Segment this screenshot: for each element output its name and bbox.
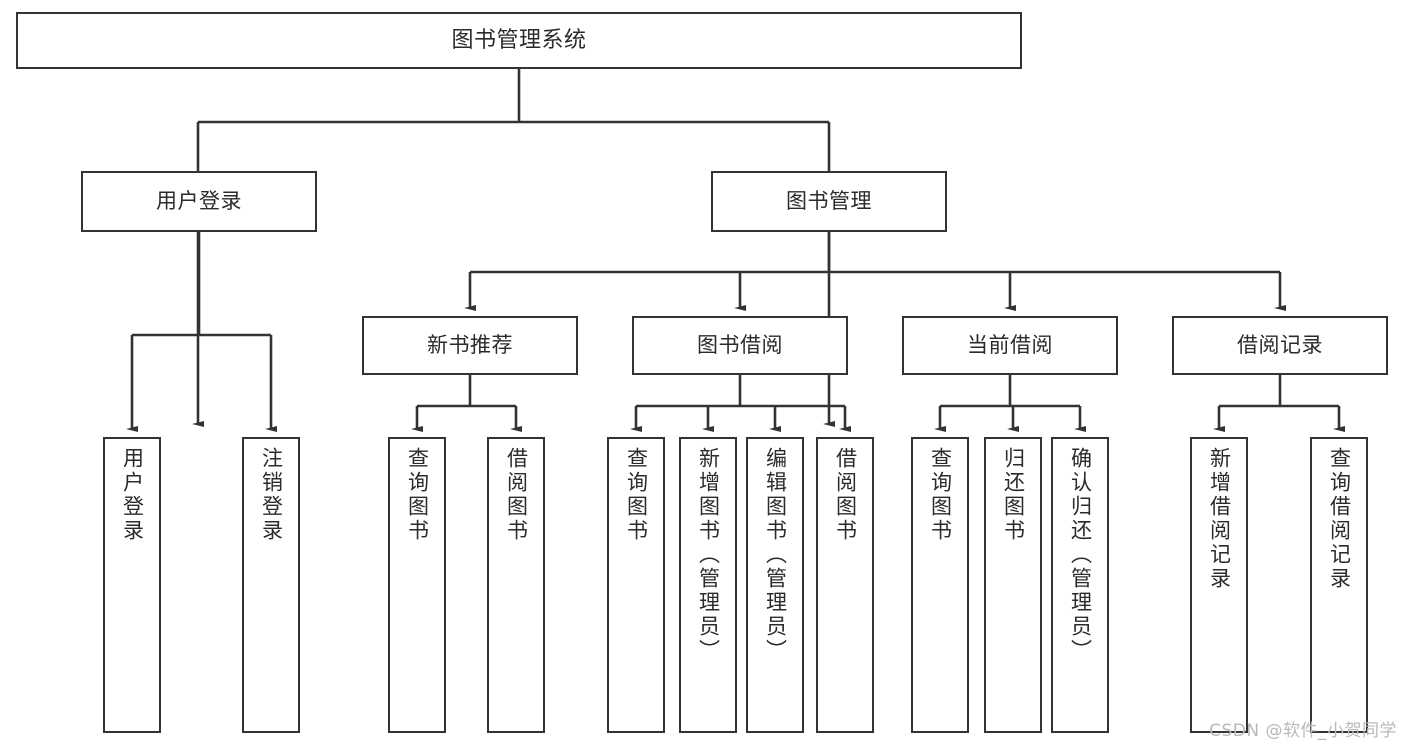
leaf-user-logout-label: 注销登录: [259, 447, 284, 543]
leaf-cur-confirm-return[interactable]: 确认归还（管理员）: [1051, 437, 1109, 733]
node-user-login[interactable]: 用户登录: [81, 171, 317, 232]
leaf-cur-return-book-label: 归还图书: [1001, 447, 1026, 543]
leaf-rec-add-record[interactable]: 新增借阅记录: [1190, 437, 1248, 733]
leaf-bor-add-book[interactable]: 新增图书（管理员）: [679, 437, 737, 733]
leaf-bor-edit-book[interactable]: 编辑图书（管理员）: [746, 437, 804, 733]
leaf-rec-query-record-label: 查询借阅记录: [1327, 447, 1352, 591]
leaf-user-logout[interactable]: 注销登录: [242, 437, 300, 733]
leaf-rec-add-record-label: 新增借阅记录: [1207, 447, 1232, 591]
leaf-user-login-label: 用户登录: [120, 447, 145, 543]
node-book-manage-label: 图书管理: [786, 189, 872, 214]
node-borrow-record[interactable]: 借阅记录: [1172, 316, 1388, 375]
leaf-bor-borrow-book-label: 借阅图书: [833, 447, 858, 543]
node-root[interactable]: 图书管理系统: [16, 12, 1022, 69]
leaf-rec-borrow-book[interactable]: 借阅图书: [487, 437, 545, 733]
leaf-rec-query-book-label: 查询图书: [405, 447, 430, 543]
leaf-cur-query-book[interactable]: 查询图书: [911, 437, 969, 733]
leaf-cur-query-book-label: 查询图书: [928, 447, 953, 543]
node-new-book-rec[interactable]: 新书推荐: [362, 316, 578, 375]
node-current-borrow-label: 当前借阅: [967, 333, 1053, 358]
node-user-login-label: 用户登录: [156, 189, 242, 214]
node-borrow-record-label: 借阅记录: [1237, 333, 1323, 358]
leaf-cur-return-book[interactable]: 归还图书: [984, 437, 1042, 733]
leaf-bor-add-book-label: 新增图书（管理员）: [696, 447, 721, 663]
leaf-bor-borrow-book[interactable]: 借阅图书: [816, 437, 874, 733]
csdn-watermark: CSDN @软件_小贺同学: [1209, 721, 1397, 741]
leaf-cur-confirm-return-label: 确认归还（管理员）: [1068, 447, 1093, 663]
node-book-borrow[interactable]: 图书借阅: [632, 316, 848, 375]
leaf-bor-query-book-label: 查询图书: [624, 447, 649, 543]
leaf-rec-query-record[interactable]: 查询借阅记录: [1310, 437, 1368, 733]
leaf-user-login[interactable]: 用户登录: [103, 437, 161, 733]
node-current-borrow[interactable]: 当前借阅: [902, 316, 1118, 375]
leaf-rec-query-book[interactable]: 查询图书: [388, 437, 446, 733]
node-root-label: 图书管理系统: [451, 27, 587, 53]
node-book-manage[interactable]: 图书管理: [711, 171, 947, 232]
node-book-borrow-label: 图书借阅: [697, 333, 783, 358]
leaf-rec-borrow-book-label: 借阅图书: [504, 447, 529, 543]
node-new-book-rec-label: 新书推荐: [427, 333, 513, 358]
leaf-bor-query-book[interactable]: 查询图书: [607, 437, 665, 733]
leaf-bor-edit-book-label: 编辑图书（管理员）: [763, 447, 788, 663]
